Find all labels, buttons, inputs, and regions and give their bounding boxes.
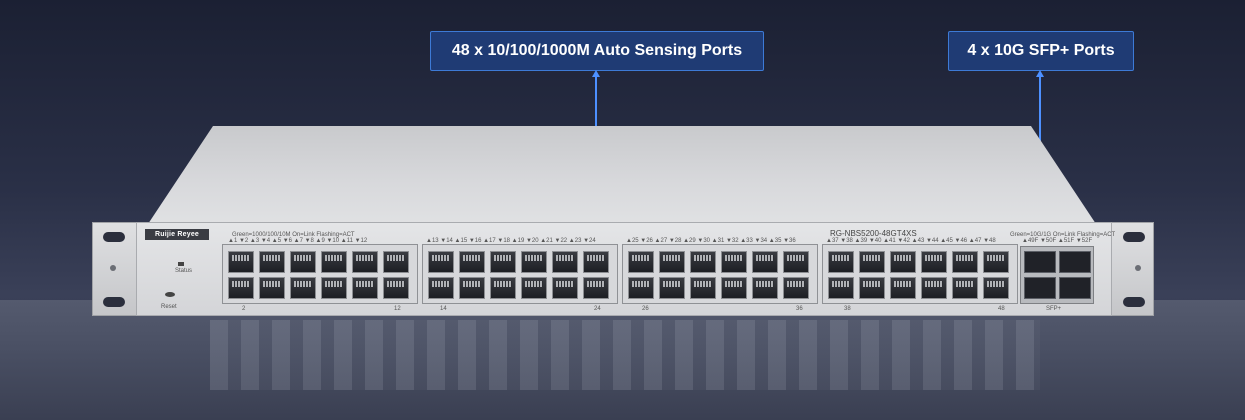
port-number-38: 38 <box>844 306 851 312</box>
rj45-port[interactable] <box>921 251 947 273</box>
rj45-port[interactable] <box>290 277 316 299</box>
port-number-24: 24 <box>594 306 601 312</box>
rj45-port[interactable] <box>321 277 347 299</box>
rj45-port[interactable] <box>552 277 578 299</box>
rj45-port[interactable] <box>552 251 578 273</box>
rj45-port[interactable] <box>890 251 916 273</box>
rj45-port[interactable] <box>721 277 747 299</box>
rj45-port[interactable] <box>783 251 809 273</box>
port-number-14: 14 <box>440 306 447 312</box>
sfp-port-labels: ▲49F ▼50F ▲51F ▼52F <box>1022 238 1093 244</box>
sfp-ports-callout: 4 x 10G SFP+ Ports <box>948 31 1134 71</box>
rj45-port[interactable] <box>259 277 285 299</box>
rj45-port[interactable] <box>721 251 747 273</box>
port-labels-1-12: ▲1 ▼2 ▲3 ▼4 ▲5 ▼6 ▲7 ▼8 ▲9 ▼10 ▲11 ▼12 <box>228 238 368 244</box>
rj45-port[interactable] <box>752 277 778 299</box>
rj45-port[interactable] <box>383 277 409 299</box>
rj45-port[interactable] <box>983 251 1009 273</box>
rj45-port[interactable] <box>783 277 809 299</box>
port-labels-37-48: ▲37 ▼38 ▲39 ▼40 ▲41 ▼42 ▲43 ▼44 ▲45 ▼46 … <box>826 238 996 244</box>
rj45-port[interactable] <box>952 251 978 273</box>
rj45-port[interactable] <box>859 251 885 273</box>
rj45-ports-37-48 <box>822 244 1018 304</box>
port-labels-25-36: ▲25 ▼26 ▲27 ▼28 ▲29 ▼30 ▲31 ▼32 ▲33 ▼34 … <box>626 238 796 244</box>
rj45-port[interactable] <box>628 251 654 273</box>
rj45-port[interactable] <box>828 277 854 299</box>
rj45-ports-callout: 48 x 10/100/1000M Auto Sensing Ports <box>430 31 764 71</box>
rj45-port[interactable] <box>628 277 654 299</box>
rj45-port[interactable] <box>259 251 285 273</box>
rj45-leader-arrow <box>592 70 600 77</box>
rack-ear-left <box>92 222 140 316</box>
sfp-port[interactable] <box>1024 251 1056 273</box>
rj45-port[interactable] <box>290 251 316 273</box>
rj45-port[interactable] <box>428 251 454 273</box>
rj45-port[interactable] <box>828 251 854 273</box>
rj45-port[interactable] <box>321 251 347 273</box>
sfp-label: SFP+ <box>1046 306 1062 312</box>
rj45-port[interactable] <box>521 251 547 273</box>
port-number-48: 48 <box>998 306 1005 312</box>
led-legend-left: Green=1000/100/10M On=Link Flashing=ACT <box>232 232 355 238</box>
led-legend-right: Green=10G/1G On=Link Flashing=ACT <box>1010 232 1116 238</box>
status-led <box>178 262 184 266</box>
rj45-port[interactable] <box>228 277 254 299</box>
port-number-26: 26 <box>642 306 649 312</box>
sfp-port[interactable] <box>1059 251 1091 273</box>
port-number-36: 36 <box>796 306 803 312</box>
rj45-ports-25-36 <box>622 244 818 304</box>
rj45-port[interactable] <box>459 277 485 299</box>
status-label: Status <box>175 268 193 274</box>
sfp-port[interactable] <box>1024 277 1056 299</box>
sfp-cage-block <box>1020 246 1094 304</box>
model-number: RG-NBS5200-48GT4XS <box>830 229 917 238</box>
rj45-port[interactable] <box>659 251 685 273</box>
rj45-port[interactable] <box>459 251 485 273</box>
rj45-port[interactable] <box>890 277 916 299</box>
rack-ear-right <box>1106 222 1154 316</box>
sfp-port[interactable] <box>1059 277 1091 299</box>
rj45-port[interactable] <box>690 277 716 299</box>
rj45-ports-1-12 <box>222 244 418 304</box>
rj45-port[interactable] <box>383 251 409 273</box>
rj45-port[interactable] <box>690 251 716 273</box>
rj45-port[interactable] <box>921 277 947 299</box>
port-number-12: 12 <box>394 306 401 312</box>
rj45-port[interactable] <box>659 277 685 299</box>
reflective-floor <box>0 300 1245 420</box>
port-number-2: 2 <box>242 306 246 312</box>
rj45-port[interactable] <box>352 251 378 273</box>
reset-label: Reset <box>161 304 177 310</box>
rj45-port[interactable] <box>490 277 516 299</box>
rj45-port[interactable] <box>983 277 1009 299</box>
rj45-port[interactable] <box>352 277 378 299</box>
rj45-port[interactable] <box>228 251 254 273</box>
rj45-port[interactable] <box>859 277 885 299</box>
rj45-port[interactable] <box>521 277 547 299</box>
switch-top-cover <box>148 126 1096 224</box>
rj45-port[interactable] <box>490 251 516 273</box>
port-labels-13-24: ▲13 ▼14 ▲15 ▼16 ▲17 ▼18 ▲19 ▼20 ▲21 ▼22 … <box>426 238 596 244</box>
rj45-port[interactable] <box>952 277 978 299</box>
rj45-port[interactable] <box>428 277 454 299</box>
rj45-port[interactable] <box>752 251 778 273</box>
rj45-port[interactable] <box>583 251 609 273</box>
switch-reflection <box>210 320 1040 390</box>
reset-button[interactable] <box>165 292 175 297</box>
sfp-leader-arrow <box>1036 70 1044 77</box>
rj45-port[interactable] <box>583 277 609 299</box>
rj45-ports-13-24 <box>422 244 618 304</box>
brand-logo: Ruijie Reyee <box>145 229 209 240</box>
